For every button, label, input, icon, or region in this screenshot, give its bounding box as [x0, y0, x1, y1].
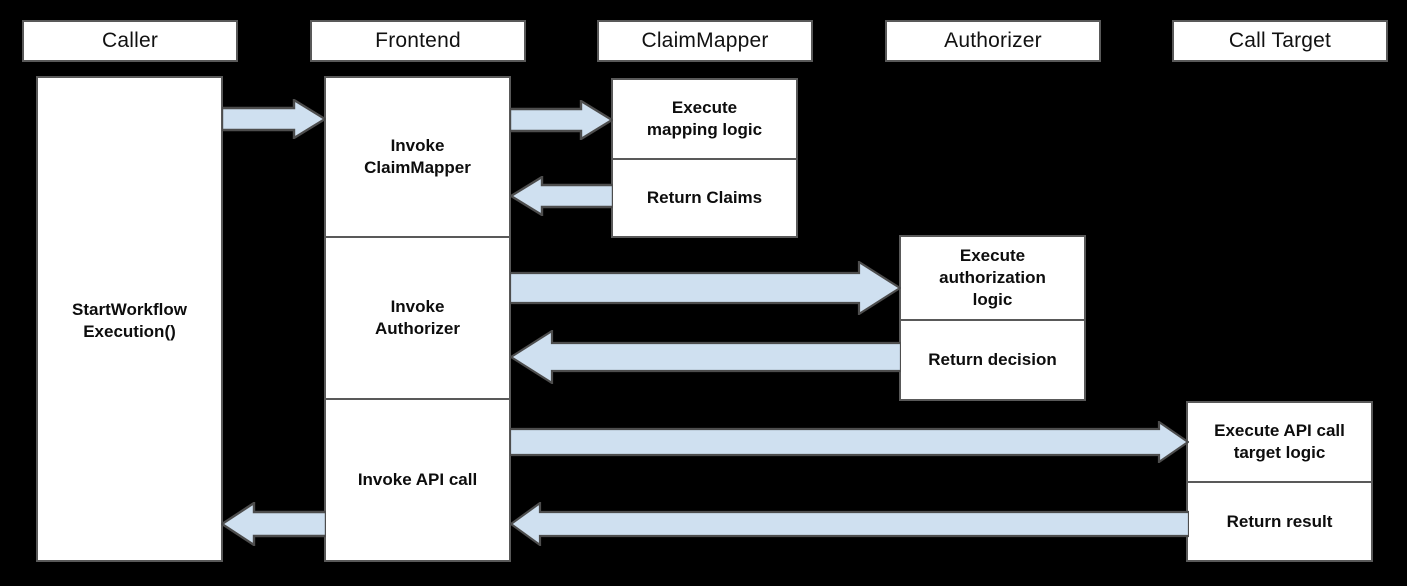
- message-arrow-frontend-to-calltarget: [510, 421, 1189, 463]
- lane-header-calltarget: Call Target: [1172, 20, 1388, 62]
- lane-header-claimmapper: ClaimMapper: [597, 20, 813, 62]
- activation-authorizer-segment-2: Return decision: [901, 321, 1084, 399]
- activation-frontend-divider-1: [326, 236, 509, 238]
- lane-header-caller: Caller: [22, 20, 238, 62]
- activation-claimmapper-segment-1: Execute mapping logic: [613, 80, 796, 158]
- lane-header-calltarget-label: Call Target: [1228, 29, 1332, 52]
- activation-caller-segment-1: StartWorkflow Execution(): [38, 78, 221, 564]
- activation-claimmapper-segment-1-label: Execute mapping logic: [646, 98, 763, 139]
- activation-calltarget: Execute API call target logic Return res…: [1186, 401, 1373, 562]
- activation-frontend-segment-2: Invoke Authorizer: [326, 238, 509, 398]
- activation-authorizer: Execute authorization logic Return decis…: [899, 235, 1086, 401]
- activation-calltarget-segment-1-label: Execute API call target logic: [1214, 421, 1345, 462]
- activation-claimmapper: Execute mapping logic Return Claims: [611, 78, 798, 238]
- lane-header-claimmapper-label: ClaimMapper: [641, 29, 769, 52]
- message-arrow-authorizer-to-frontend: [510, 330, 901, 384]
- message-arrow-frontend-to-claimmapper: [510, 100, 613, 140]
- activation-calltarget-segment-2: Return result: [1188, 483, 1371, 560]
- message-arrow-calltarget-to-frontend: [510, 502, 1189, 546]
- activation-claimmapper-segment-2-label: Return Claims: [646, 188, 763, 208]
- lane-header-frontend-label: Frontend: [375, 29, 461, 52]
- activation-calltarget-segment-1: Execute API call target logic: [1188, 403, 1371, 481]
- lane-header-authorizer-label: Authorizer: [944, 29, 1042, 52]
- lane-header-caller-label: Caller: [101, 29, 159, 52]
- message-arrow-caller-to-frontend: [222, 99, 326, 139]
- message-arrow-frontend-to-authorizer: [510, 261, 901, 315]
- lane-header-frontend: Frontend: [310, 20, 526, 62]
- activation-frontend-segment-3-label: Invoke API call: [357, 470, 478, 490]
- activation-claimmapper-segment-2: Return Claims: [613, 160, 796, 236]
- message-arrow-claimmapper-to-frontend: [510, 176, 613, 216]
- activation-frontend-segment-2-label: Invoke Authorizer: [375, 297, 460, 338]
- activation-frontend-segment-3: Invoke API call: [326, 400, 509, 560]
- activation-calltarget-divider-1: [1188, 481, 1371, 483]
- activation-caller: StartWorkflow Execution(): [36, 76, 223, 562]
- activation-caller-segment-1-label: StartWorkflow Execution(): [72, 300, 187, 341]
- activation-authorizer-segment-1: Execute authorization logic: [901, 237, 1084, 319]
- activation-authorizer-segment-1-label: Execute authorization logic: [939, 246, 1046, 309]
- activation-claimmapper-divider-1: [613, 158, 796, 160]
- activation-frontend-segment-1-label: Invoke ClaimMapper: [364, 136, 471, 177]
- message-arrow-frontend-to-caller: [221, 502, 326, 546]
- activation-frontend: Invoke ClaimMapper Invoke Authorizer Inv…: [324, 76, 511, 562]
- lane-header-authorizer: Authorizer: [885, 20, 1101, 62]
- activation-calltarget-segment-2-label: Return result: [1226, 511, 1333, 531]
- activation-authorizer-segment-2-label: Return decision: [928, 350, 1057, 370]
- activation-authorizer-divider-1: [901, 319, 1084, 321]
- activation-frontend-segment-1: Invoke ClaimMapper: [326, 78, 509, 236]
- activation-frontend-divider-2: [326, 398, 509, 400]
